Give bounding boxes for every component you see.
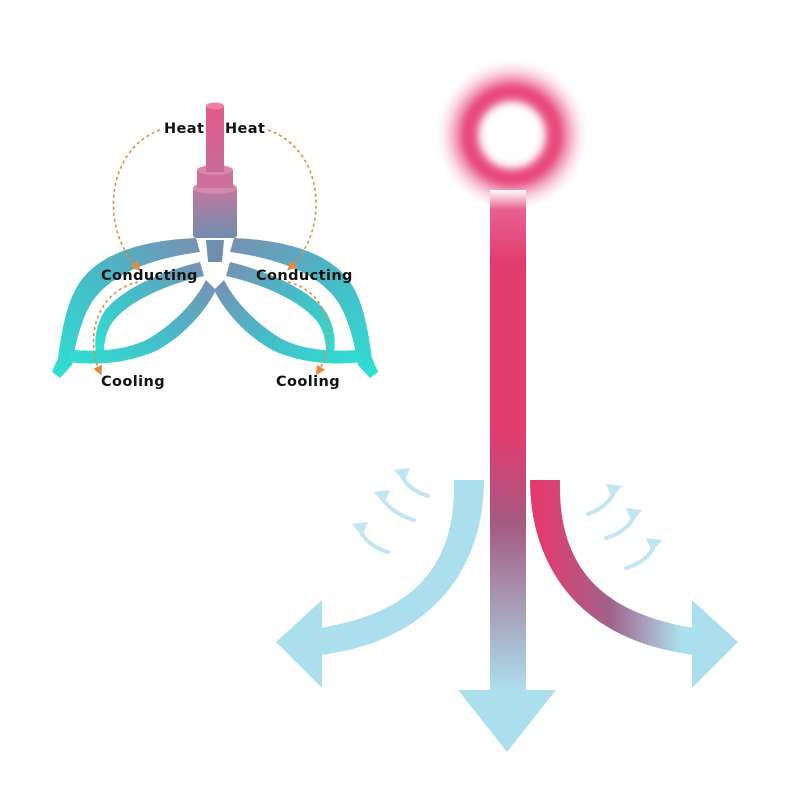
heatsink-icon [52,102,378,378]
heat-label-right: Heat [225,121,265,137]
heat-source-ring-icon [442,65,582,205]
cooling-label-left: Cooling [101,374,165,390]
air-swirl-arrow-icon [624,538,662,570]
vertical-heat-stem [458,190,556,752]
conducting-label-right: Conducting [256,268,353,284]
air-swirl-arrow-icon [352,522,390,554]
air-swirl-arrows-left [352,468,430,554]
conducting-label-left: Conducting [101,268,198,284]
air-swirl-arrow-icon [374,490,416,522]
heat-label-left: Heat [164,121,204,137]
heat-flow-arrows [92,129,330,376]
heatsink-fins-right [214,238,378,378]
left-branch-arrow [276,480,484,688]
heatsink-fins-left [52,238,216,378]
air-swirl-arrows-right [586,484,662,570]
air-swirl-arrow-icon [586,484,622,516]
right-branch-arrow [530,480,738,688]
cooling-label-right: Cooling [276,374,340,390]
air-swirl-arrow-icon [394,468,430,498]
air-swirl-arrow-icon [604,508,642,540]
